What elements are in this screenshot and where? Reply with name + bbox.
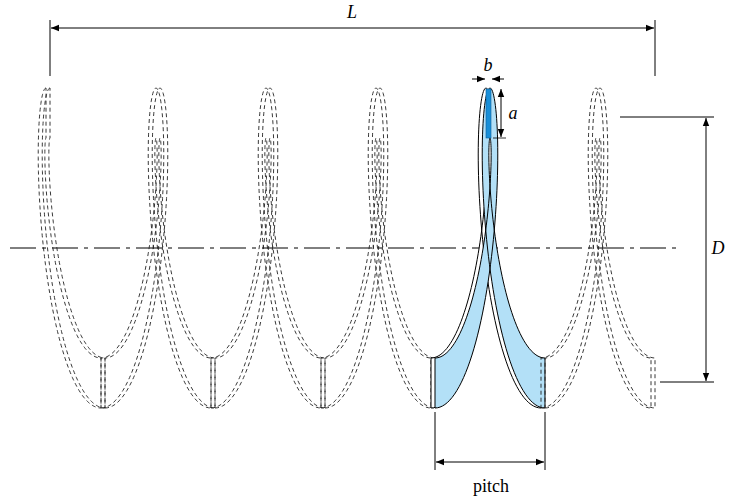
dimension-line <box>436 462 544 463</box>
dimension-line <box>472 79 485 80</box>
dimension-label: D <box>712 239 725 257</box>
dimension-line <box>706 118 707 381</box>
dashed-coil <box>215 88 325 408</box>
dashed-coil <box>545 88 655 408</box>
cross-section <box>486 89 491 138</box>
extension-line <box>660 382 714 383</box>
highlighted-coil <box>435 88 545 408</box>
extension-line <box>493 138 506 139</box>
dimension-label: b <box>484 56 493 74</box>
dimension-line <box>51 28 654 29</box>
dashed-coil <box>105 88 215 408</box>
dimension-label: L <box>347 3 357 21</box>
dashed-coil <box>325 88 435 408</box>
coil-group <box>38 88 655 408</box>
dashed-coil <box>38 88 101 408</box>
dashed-coil <box>541 88 651 408</box>
extension-line <box>50 20 51 76</box>
dimension-line <box>501 89 502 137</box>
dimension-label: a <box>509 104 518 122</box>
dimension-label: pitch <box>473 477 509 495</box>
extension-line <box>655 20 656 76</box>
dashed-coil <box>321 88 431 408</box>
extension-line <box>620 117 714 118</box>
dashed-coil <box>211 88 321 408</box>
axis-line <box>10 248 682 249</box>
dashed-coil <box>42 88 105 408</box>
extension-line <box>435 412 436 470</box>
extension-line <box>545 412 546 470</box>
dimension-line <box>492 79 504 80</box>
dashed-coil <box>101 88 211 408</box>
